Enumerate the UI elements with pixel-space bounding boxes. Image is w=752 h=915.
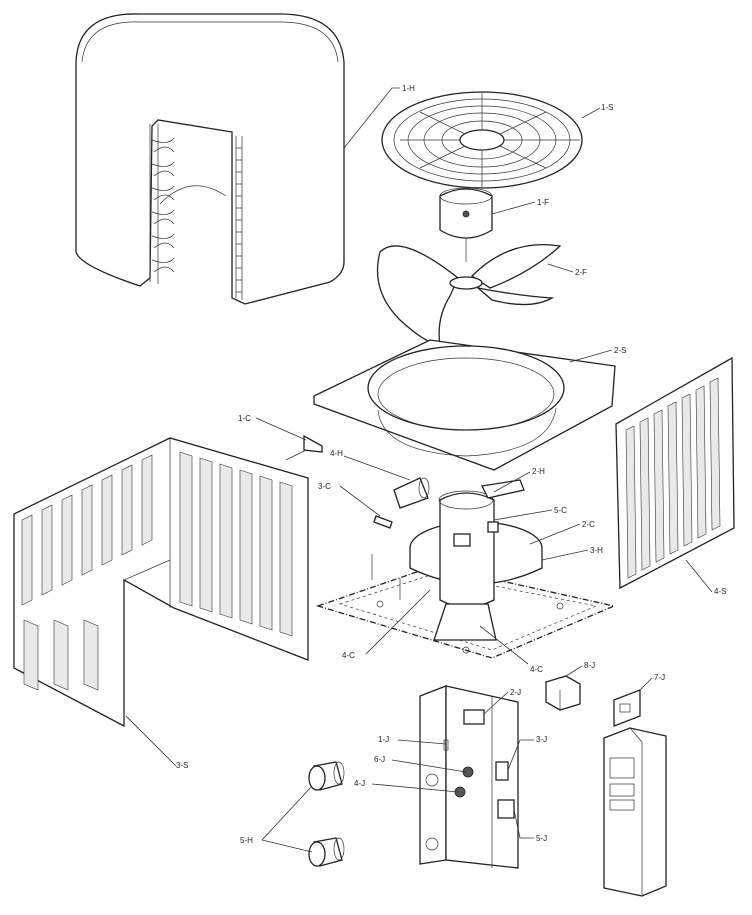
louver-slat [179,451,193,607]
louver-slat [53,619,69,691]
louver-slat [667,401,679,555]
louver-slat [219,463,233,619]
part-8-j-module [545,665,583,711]
louver-slat [121,464,133,556]
label-1-c: 1-C [238,414,251,423]
leader-1-j [397,739,447,745]
label-3-h: 3-H [590,546,603,555]
leader-3-h [541,549,589,561]
fitting-upper [308,761,345,791]
louver-slat [21,514,33,606]
leader-4-c-left [365,589,431,655]
right-panel-louvers [625,377,721,579]
part-5-h-fittings [261,761,345,867]
louver-slat [653,409,665,563]
label-5-j: 5-J [536,834,547,843]
part-1-c-valve [255,417,323,461]
label-4-s: 4-S [714,587,726,596]
leader-5-c [493,509,553,521]
label-4-j: 4-J [354,779,365,788]
leader-3-j [507,739,534,771]
louver-slat [61,494,73,586]
part-compressor [371,479,543,641]
part-right-grille-panel [615,356,735,593]
louver-slat [83,619,99,691]
part-fan-motor [439,187,536,262]
part-left-grille-panel [13,437,309,767]
louver-slat [141,454,153,546]
louver-slat [625,425,637,579]
coil-tubes-left [149,124,175,284]
left-panel-louvers [21,451,293,691]
louver-slat [681,393,693,547]
louver-slat [23,619,39,691]
label-2-h: 2-H [532,467,545,476]
louver-slat [709,377,721,531]
leader-5-j [513,809,534,839]
label-4-h: 4-H [330,449,343,458]
label-1-h: 1-H [402,84,415,93]
part-7-j-cover [613,677,653,727]
louver-slat [639,417,651,571]
part-4-h-drier [343,455,430,509]
leader-4-j [371,783,459,793]
part-coil-enclosure [75,13,400,305]
louver-slat [199,457,213,613]
leader-2-h [493,471,531,493]
label-7-j: 7-J [654,673,665,682]
label-5-h: 5-H [240,836,253,845]
label-8-j: 8-J [584,661,595,670]
part-fan-guard [381,91,601,189]
leader-4-c-right [479,625,529,665]
label-5-c: 5-C [554,506,567,515]
coil-edge-right [235,136,243,300]
label-3-s: 3-S [176,761,188,770]
part-control-bracket [419,685,519,869]
louver-slat [279,481,293,637]
leader-2-j [483,691,509,715]
louver-slat [101,474,113,566]
louver-slat [81,484,93,576]
label-1-f: 1-F [537,198,549,207]
fitting-lower [308,837,345,867]
label-2-s: 2-S [614,346,626,355]
louver-slat [239,469,253,625]
label-2-j: 2-J [510,688,521,697]
part-fan-blade [376,243,574,347]
label-1-s: 1-S [601,103,613,112]
louver-slat [41,504,53,596]
leader-2-c [529,523,581,545]
label-4-c-right: 4-C [530,665,543,674]
leader-6-j [391,759,467,773]
label-6-j: 6-J [374,755,385,764]
label-2-c: 2-C [582,520,595,529]
part-top-panel [313,339,616,471]
label-1-j: 1-J [378,735,389,744]
label-2-f: 2-F [575,268,587,277]
label-3-j: 3-J [536,735,547,744]
louver-slat [259,475,273,631]
louver-slat [695,385,707,539]
part-control-box-cover [603,727,667,897]
part-3-c-connector [339,485,393,529]
label-3-c: 3-C [318,482,331,491]
label-4-c-left: 4-C [342,651,355,660]
